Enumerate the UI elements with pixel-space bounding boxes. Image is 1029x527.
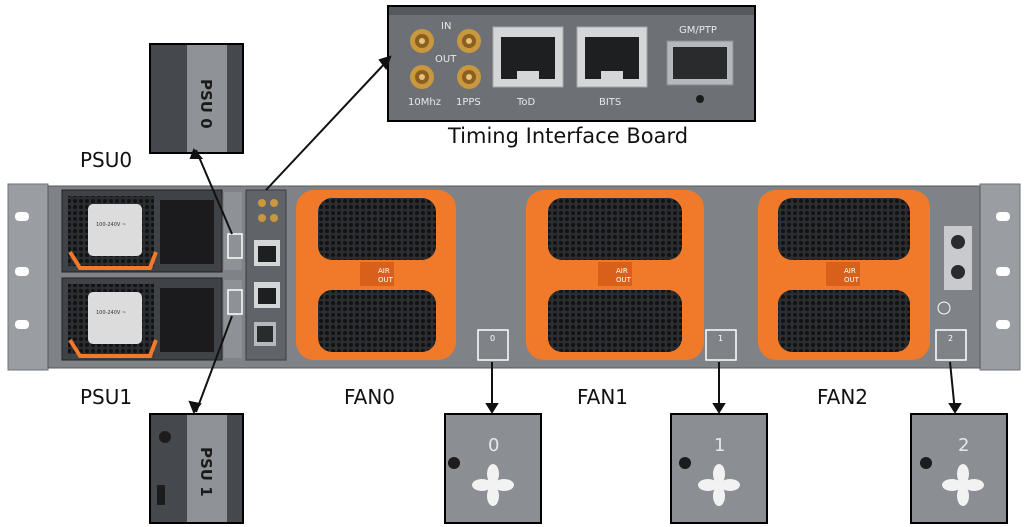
fan0-slot-number: 0 xyxy=(490,334,495,343)
fan0-module[interactable]: AIR OUT xyxy=(296,190,456,360)
out-label: OUT xyxy=(435,54,457,65)
psu1-rating: 100-240V ~ xyxy=(96,310,126,316)
fan1-label: FAN1 xyxy=(577,385,629,409)
psu1-label: PSU1 xyxy=(80,385,133,409)
rj45-port-icon xyxy=(492,26,648,88)
fan2-slot-highlight: 2 xyxy=(935,329,967,361)
fan1-slot-number: 1 xyxy=(718,334,723,343)
timing-board-module[interactable] xyxy=(245,189,287,361)
fan2-inset-number: 2 xyxy=(958,435,969,456)
fan2-label: FAN2 xyxy=(817,385,869,409)
fan0-air-label: AIR xyxy=(378,267,390,275)
fan2-inset-illustration: 2 xyxy=(912,415,1006,522)
psu1-module[interactable]: 100-240V ~ xyxy=(61,277,242,361)
psu0-inset-illustration: PSU 0 xyxy=(151,45,242,152)
psu0-rating: 100-240V ~ xyxy=(96,222,126,228)
fan2-module[interactable]: AIR OUT xyxy=(758,190,930,360)
psu1-inset: PSU 1 xyxy=(149,413,244,524)
timing-board-caption: Timing Interface Board xyxy=(448,124,689,148)
fan0-inset: 0 xyxy=(444,413,542,524)
psu1-label-highlight xyxy=(227,289,243,315)
fan0-label: FAN0 xyxy=(344,385,396,409)
fan-icon xyxy=(698,464,740,506)
fan2-slot-number: 2 xyxy=(948,334,953,343)
psu0-inset: PSU 0 xyxy=(149,43,244,154)
timing-board-illustration: IN OUT 10Mhz 1PPS ToD BITS GM/PTP xyxy=(389,7,754,120)
psu0-label-highlight xyxy=(227,233,243,259)
callout-arrows xyxy=(188,55,962,415)
psu1-inset-text: PSU 1 xyxy=(197,447,215,497)
fan1-inset: 1 xyxy=(670,413,768,524)
fan1-inset-number: 1 xyxy=(714,435,725,456)
psu1-inset-illustration: PSU 1 xyxy=(151,415,242,522)
fan0-slot-highlight: 0 xyxy=(477,329,509,361)
fan1-air-label: AIR xyxy=(616,267,628,275)
fan1-module[interactable]: AIR OUT xyxy=(526,190,704,360)
fan2-inset: 2 xyxy=(910,413,1008,524)
gm-ptp-label: GM/PTP xyxy=(679,25,717,36)
bits-label: BITS xyxy=(599,97,621,108)
fan1-slot-highlight: 1 xyxy=(705,329,737,361)
fan2-out-label: OUT xyxy=(844,276,860,284)
fan-icon xyxy=(942,464,984,506)
fan-icon xyxy=(472,464,514,506)
fan1-inset-illustration: 1 xyxy=(672,415,766,522)
sfp-port-icon xyxy=(666,40,734,103)
fan0-inset-number: 0 xyxy=(488,435,499,456)
fan0-out-label: OUT xyxy=(378,276,394,284)
psu0-label: PSU0 xyxy=(80,148,133,172)
psu0-inset-text: PSU 0 xyxy=(197,79,215,129)
timing-board-inset: IN OUT 10Mhz 1PPS ToD BITS GM/PTP xyxy=(387,5,756,122)
1pps-label: 1PPS xyxy=(456,97,481,108)
fan1-out-label: OUT xyxy=(616,276,632,284)
tod-label: ToD xyxy=(516,97,536,108)
fan2-air-label: AIR xyxy=(844,267,856,275)
rack-ear-left xyxy=(7,183,49,371)
rack-ear-right xyxy=(979,183,1021,371)
coax-connector-icon xyxy=(410,29,481,89)
in-label: IN xyxy=(441,21,451,32)
psu0-module[interactable]: 100-240V ~ xyxy=(61,189,242,273)
ground-panel xyxy=(937,226,972,315)
fan0-inset-illustration: 0 xyxy=(446,415,540,522)
10mhz-label: 10Mhz xyxy=(408,97,441,108)
